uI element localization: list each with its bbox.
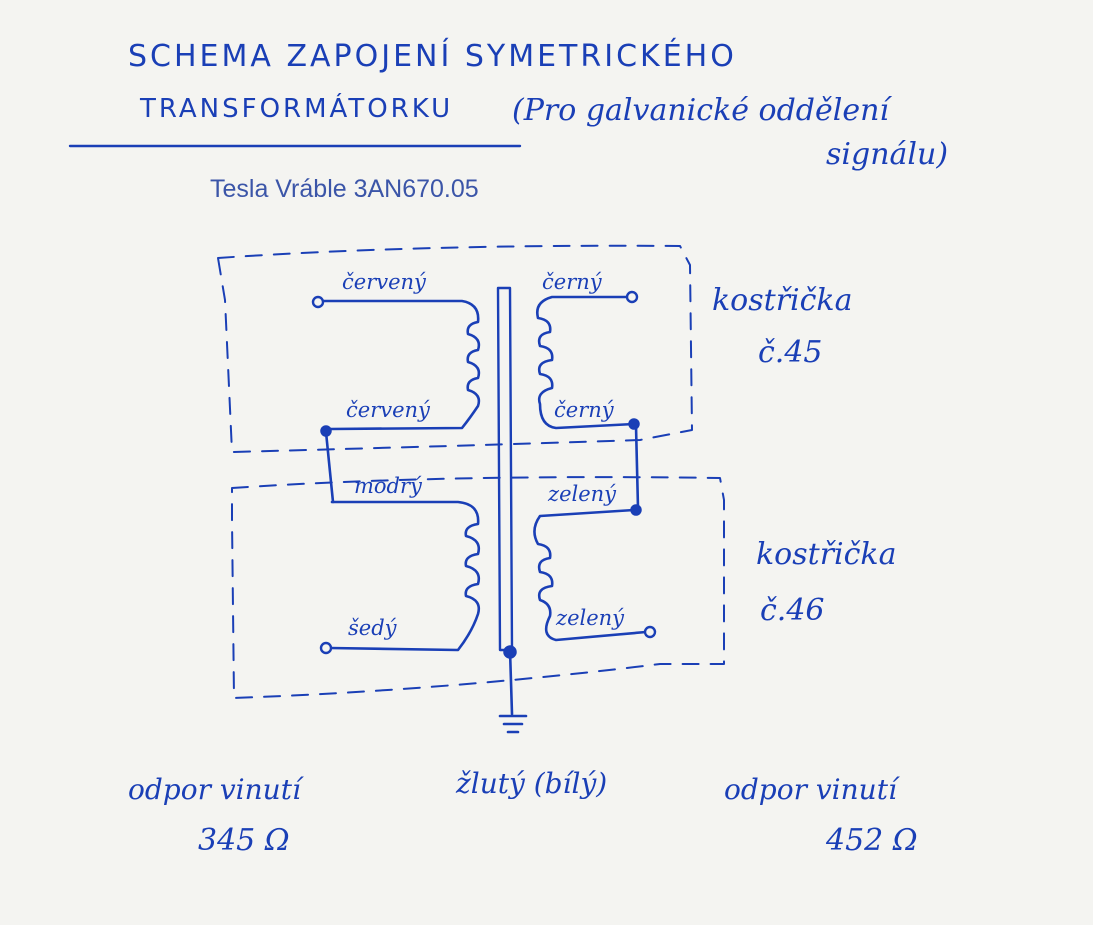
wire-label-top-right-lower: černý: [554, 398, 614, 422]
transformer-core: [496, 286, 514, 652]
terminal-open: [625, 290, 639, 304]
terminal-junction: [628, 418, 640, 430]
wire-label-bottom-right-lower: zelený: [556, 606, 625, 630]
lower-bobbin-enclosure: [231, 476, 725, 699]
lower-bobbin-name: kostřička: [756, 537, 897, 572]
terminal-open: [311, 295, 325, 309]
wire-label-bottom-left-upper: modrý: [354, 474, 422, 498]
part-number-label: Tesla Vráble 3AN670.05: [210, 175, 479, 203]
wire-label-top-right-upper: černý: [542, 270, 602, 294]
left-resistance-value: 345 Ω: [198, 823, 290, 858]
upper-bobbin-enclosure: [217, 244, 693, 453]
ground-lead: [508, 648, 514, 716]
wire-label-bottom-right-upper: zelený: [548, 482, 617, 506]
title-note-cont: signálu): [826, 137, 949, 172]
terminal-junction: [320, 425, 332, 437]
terminal-open: [319, 641, 333, 655]
right-resistance-label: odpor vinutí: [724, 773, 897, 806]
upper-bobbin-number: č.45: [758, 335, 823, 370]
left-resistance-label: odpor vinutí: [128, 773, 301, 806]
right-resistance-value: 452 Ω: [826, 823, 918, 858]
right-series-link: [634, 424, 640, 510]
wire-label-bottom-left-lower: šedý: [348, 616, 397, 640]
terminal-junction: [630, 504, 642, 516]
title-line1: SCHEMA ZAPOJENÍ SYMETRICKÉHO: [128, 39, 737, 74]
left-lower-winding: [328, 500, 481, 652]
left-series-link: [324, 430, 335, 504]
terminal-open: [643, 625, 657, 639]
wire-label-top-left-upper: červený: [342, 270, 426, 294]
lower-bobbin-number: č.46: [760, 593, 825, 628]
right-upper-winding: [536, 295, 636, 430]
title-line2: TRANSFORMÁTORKU: [140, 94, 454, 124]
terminal-junction: [503, 645, 517, 659]
right-lower-winding: [533, 508, 648, 642]
ground-symbol: [498, 714, 528, 734]
title-note: (Pro galvanické oddělení: [512, 93, 890, 128]
wire-label-top-left-lower: červený: [346, 398, 430, 422]
left-upper-winding: [320, 299, 481, 431]
ground-wire-label: žlutý (bílý): [456, 767, 608, 800]
upper-bobbin-name: kostřička: [712, 283, 853, 318]
